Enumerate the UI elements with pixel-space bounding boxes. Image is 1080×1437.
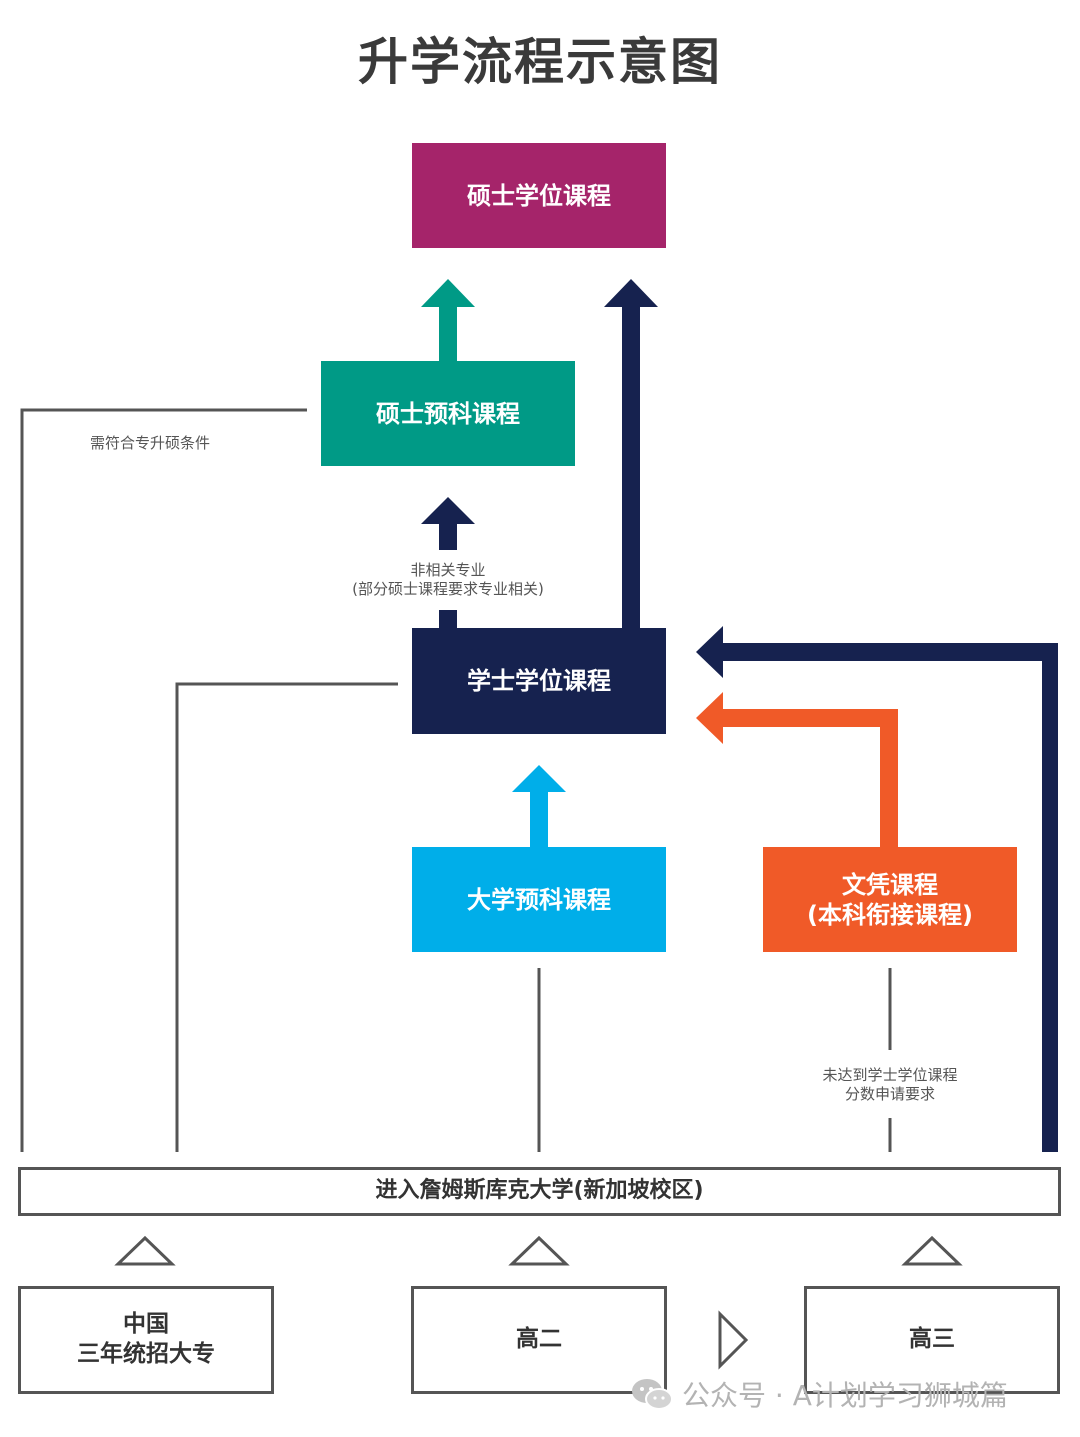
box-foundation-label: 大学预科课程 bbox=[467, 885, 611, 914]
box-bachelor-degree: 学士学位课程 bbox=[412, 628, 666, 734]
note-score-not-met-line2: 分数申请要求 bbox=[844, 1084, 935, 1103]
source-china-line2: 三年统招大专 bbox=[77, 1341, 215, 1367]
source-box-grade11: 高二 bbox=[411, 1286, 667, 1394]
note-non-related-major: 非相关专业 (部分硕士课程要求专业相关) bbox=[318, 561, 578, 599]
arrow-diploma-to-bachelor bbox=[696, 692, 898, 850]
arrow-foundation-to-bachelor bbox=[512, 765, 566, 850]
wechat-icon bbox=[632, 1379, 673, 1410]
diagram-title: 升学流程示意图 bbox=[358, 33, 722, 91]
note-non-related-line2: (部分硕士课程要求专业相关) bbox=[352, 579, 544, 598]
source-china-line1: 中国 bbox=[123, 1311, 169, 1338]
watermark: 公众号 · A计划学习狮城篇 bbox=[630, 1372, 1070, 1416]
source-box-china-diploma: 中国 三年统招大专 bbox=[18, 1286, 274, 1394]
box-masters-degree-label: 硕士学位课程 bbox=[467, 181, 611, 210]
box-diploma-label-line1: 文凭课程 bbox=[842, 870, 938, 899]
arrow-bachelor-to-pre-masters bbox=[421, 497, 475, 630]
triangle-up-grade11 bbox=[508, 1235, 570, 1266]
entry-bar-jcu-singapore: 进入詹姆斯库克大学(新加坡校区) bbox=[18, 1167, 1061, 1216]
arrow-bachelor-to-masters bbox=[604, 279, 658, 630]
box-bachelor-degree-label: 学士学位课程 bbox=[467, 667, 611, 695]
connector-china-to-bachelor bbox=[175, 682, 398, 1152]
watermark-text: 公众号 · A计划学习狮城篇 bbox=[682, 1379, 1008, 1412]
box-masters-degree: 硕士学位课程 bbox=[412, 143, 666, 248]
note-score-not-met: 未达到学士学位课程 分数申请要求 bbox=[800, 1066, 980, 1104]
entry-bar-label: 进入詹姆斯库克大学(新加坡校区) bbox=[375, 1178, 704, 1204]
source-grade11-label: 高二 bbox=[516, 1326, 562, 1353]
box-foundation: 大学预科课程 bbox=[412, 847, 666, 952]
box-diploma: 文凭课程 (本科衔接课程) bbox=[763, 847, 1017, 952]
arrow-pre-masters-to-masters bbox=[421, 279, 475, 363]
box-diploma-label-line2: (本科衔接课程) bbox=[807, 900, 973, 929]
note-qualify-master: 需符合专升硕条件 bbox=[89, 434, 210, 452]
box-pre-masters: 硕士预科课程 bbox=[321, 361, 575, 466]
source-grade12-label: 高三 bbox=[909, 1326, 955, 1353]
triangle-up-grade12 bbox=[901, 1235, 963, 1266]
connector-china-to-pre-masters bbox=[20, 408, 307, 1152]
note-score-not-met-line1: 未达到学士学位课程 bbox=[822, 1066, 958, 1084]
triangle-up-china bbox=[114, 1235, 176, 1266]
note-non-related-line1: 非相关专业 bbox=[410, 561, 486, 579]
source-box-grade12: 高三 bbox=[804, 1286, 1060, 1394]
triangle-right-grade11-to-grade12 bbox=[718, 1310, 749, 1370]
box-pre-masters-label: 硕士预科课程 bbox=[376, 399, 520, 428]
